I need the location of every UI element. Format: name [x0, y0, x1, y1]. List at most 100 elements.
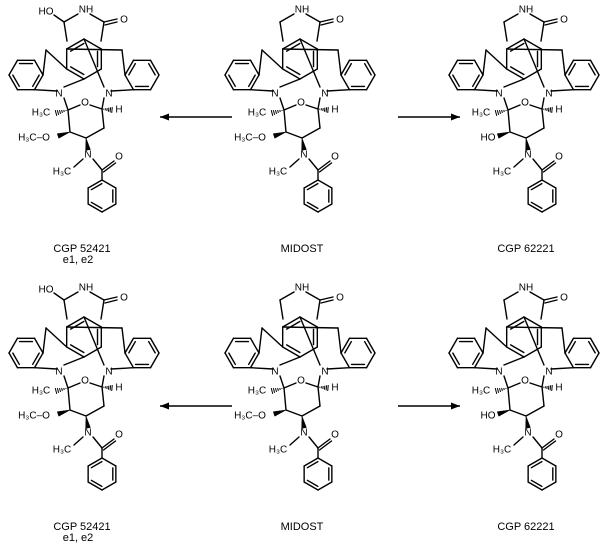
lactam-bond — [541, 22, 544, 41]
wedge-bond — [273, 132, 286, 138]
benzo-ring-bond — [151, 75, 160, 90]
sugar-bond — [86, 406, 104, 416]
lactam-bond — [504, 22, 507, 41]
benzo-ring-bond — [251, 60, 260, 75]
sugar-bond — [70, 410, 86, 416]
bridge-bond — [280, 376, 284, 388]
pyrrole-bond — [283, 327, 338, 328]
central-ring-bond — [283, 39, 300, 49]
sugar-bond — [68, 388, 70, 410]
benzo-ring-bond — [225, 338, 234, 353]
pyrrole-bond — [283, 49, 338, 50]
stereo-hydrogen-label: H — [331, 383, 338, 394]
hashed-bond — [271, 110, 272, 116]
bridge-bond — [318, 376, 320, 387]
lactam-bond — [317, 22, 320, 41]
benzo-ring-bond — [151, 353, 160, 368]
hashed-bond — [276, 388, 277, 392]
benzo-ring-bond — [475, 60, 484, 75]
amide-bond — [93, 437, 102, 448]
hashed-bond — [273, 110, 274, 115]
benzo-ring-bond — [475, 338, 484, 353]
pyrrole-bond — [64, 79, 84, 87]
lactam-bond — [504, 292, 518, 300]
top-arrow-right — [398, 114, 460, 121]
bridge-bond — [102, 376, 104, 387]
sugar-bond — [68, 110, 70, 132]
central-ring-bond — [283, 69, 300, 79]
central-ring-bond — [67, 347, 84, 357]
n-methyl-bond — [74, 437, 83, 445]
benzo-ring-bond — [341, 353, 350, 368]
lactam-bond — [101, 300, 104, 319]
hashed-bond — [60, 110, 61, 114]
pyrrole-bond — [262, 328, 283, 347]
methyl-label: H₃C — [248, 386, 267, 397]
sugar-bond — [284, 105, 296, 110]
carbonyl-bond — [320, 297, 333, 300]
sugar-bond — [90, 383, 102, 387]
lactam-oxygen-label: O — [120, 15, 128, 26]
carbonyl-bond — [104, 297, 117, 300]
ring-oxygen-label: O — [521, 376, 529, 387]
pyrrole-bond — [475, 368, 498, 369]
phenyl-ring-bond — [102, 482, 116, 490]
n-methyl-bond — [514, 437, 523, 445]
sugar-bond — [508, 383, 520, 388]
central-ring-bond — [67, 317, 84, 327]
sugar-bond — [530, 383, 542, 387]
hydroxyl-bond — [54, 15, 64, 22]
benzo-ring-bond — [449, 60, 458, 75]
benzo-ring-bond — [449, 338, 458, 353]
methyl-label: H₃C — [32, 386, 51, 397]
amide-bond — [533, 159, 542, 170]
amide-nitrogen-label: N — [84, 428, 91, 439]
hashed-bond — [57, 388, 58, 393]
lactam-bond — [64, 14, 78, 22]
amide-bond — [309, 437, 318, 448]
lactam-nh-label: NH — [295, 283, 309, 294]
pyrrole-bond — [483, 50, 486, 75]
n-methyl-bond — [514, 159, 523, 167]
pyrrole-bond — [259, 50, 262, 75]
hashed-bond — [57, 110, 58, 115]
pyrrole-bond — [259, 328, 262, 353]
pyrrole-bond — [46, 50, 67, 69]
lactam-oxygen-label: O — [560, 293, 568, 304]
sugar-bond — [510, 132, 526, 138]
sugar-bond — [86, 128, 104, 138]
n-methyl-bond — [290, 437, 299, 445]
central-ring-bond — [507, 347, 524, 357]
pyrrole-bond — [67, 49, 122, 50]
pyrrole-bond — [551, 90, 574, 91]
sugar-bond — [306, 105, 318, 109]
benzo-ring-bond — [225, 60, 234, 75]
lactam-nh-label: NH — [519, 5, 533, 16]
hashed-bond — [495, 388, 496, 394]
stereo-hydrogen-label: H — [331, 105, 338, 116]
sugar-bond — [318, 387, 320, 406]
amide-oxygen-label: O — [555, 430, 563, 441]
hashed-bond — [502, 388, 503, 391]
lactam-hydroxyl-label: HO — [39, 285, 54, 296]
hashed-bond — [500, 110, 501, 114]
hashed-bond — [271, 388, 272, 394]
pyrrole-bond — [338, 328, 341, 353]
lactam-bond — [64, 292, 78, 300]
carbonyl-bond — [545, 300, 557, 303]
n-methyl-label: H₃C — [493, 167, 512, 178]
arrow-head — [451, 114, 460, 121]
central-ring-bond — [71, 67, 84, 75]
central-ring-bond — [71, 345, 84, 353]
amide-bond — [93, 159, 102, 170]
pyrrole-bond — [507, 49, 562, 50]
amide-oxygen-label: O — [115, 152, 123, 163]
pyrrole-bond — [280, 357, 300, 365]
hashed-bond — [328, 107, 329, 113]
sugar-bond — [284, 383, 296, 388]
sugar-bond — [102, 109, 104, 128]
